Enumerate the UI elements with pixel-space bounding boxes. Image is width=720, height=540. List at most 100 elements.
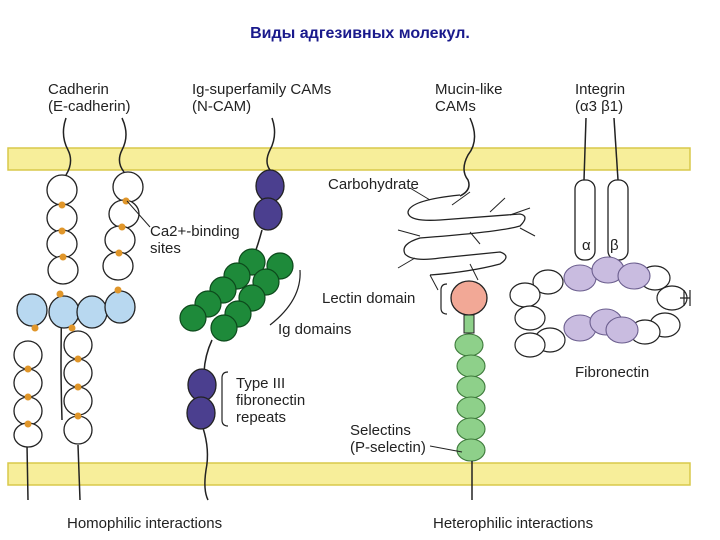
ca-binding-site	[74, 412, 82, 420]
cadherin-right	[118, 117, 127, 173]
integrin-label: Integrin	[575, 81, 625, 98]
mucin-sublabel: CAMs	[435, 98, 476, 115]
beta-label: β	[610, 237, 619, 254]
homophilic-label: Homophilic interactions	[67, 515, 222, 532]
fibronectin-repeats-label-2: fibronectin	[236, 392, 305, 409]
fibronectin-module	[532, 269, 564, 295]
cadherin-left	[26, 117, 81, 501]
integrin-sublabel: (α3 β1)	[575, 98, 623, 115]
carbohydrate-chain	[409, 187, 431, 201]
ca-binding-site	[68, 324, 76, 332]
lectin-bracket	[440, 283, 448, 315]
ca-binding-site	[122, 197, 130, 205]
ca-binding-site	[24, 393, 32, 401]
ca-binding-site	[118, 223, 126, 231]
heterophilic-label: Heterophilic interactions	[433, 515, 593, 532]
selectin-repeat	[456, 354, 486, 378]
ca-binding-site	[59, 253, 67, 261]
fibronectin-module	[514, 305, 546, 331]
carbohydrate-chain	[397, 257, 416, 269]
ig-domains-label: Ig domains	[278, 321, 351, 338]
selectin-repeat	[456, 375, 486, 399]
cadherin-domain	[63, 358, 93, 388]
cadherin-terminal-domain	[76, 295, 108, 329]
ig-cams-sublabel: (N-CAM)	[192, 98, 251, 115]
ca-binding-site	[115, 249, 123, 257]
fibronectin-repeats-label-3: repeats	[236, 409, 286, 426]
top-membrane	[7, 147, 691, 171]
ca-binding-site	[24, 420, 32, 428]
ig-cams-label: Ig-superfamily CAMs	[192, 81, 331, 98]
mucin-label: Mucin-like	[435, 81, 503, 98]
ncam-tail	[202, 427, 209, 501]
ca-binding-site	[74, 355, 82, 363]
ca-binding-label: Ca2+-binding	[150, 223, 240, 240]
fibronectin-end-mark	[680, 290, 691, 306]
ca-binding-site	[58, 227, 66, 235]
carbohydrate-chain	[469, 231, 481, 245]
ncam-stalk	[266, 117, 276, 171]
cadherin-domain	[63, 415, 93, 445]
carbohydrate-chain	[451, 191, 471, 206]
selectin-repeat	[454, 333, 484, 357]
selectin-repeat	[456, 417, 486, 441]
cadherin-domain	[13, 368, 43, 398]
lectin-domain	[450, 280, 488, 316]
fibronectin-repeats-label: Type III	[236, 375, 285, 392]
selectin-repeat	[456, 396, 486, 420]
fibronectin-repeat-domain	[187, 368, 217, 402]
integrin-alpha-tail	[583, 117, 587, 181]
ca-site-pointer	[126, 200, 151, 228]
alpha-label: α	[582, 237, 591, 254]
ca-binding-sublabel: sites	[150, 240, 181, 257]
carbohydrate-label: Carbohydrate	[328, 176, 419, 193]
fibronectin-label: Fibronectin	[575, 364, 649, 381]
cadherin-domain	[108, 199, 140, 229]
cadherin-domain	[46, 174, 78, 206]
selectin-repeat	[456, 438, 486, 462]
cadherin-domain	[13, 340, 43, 370]
ca-binding-site	[24, 365, 32, 373]
selectins-pointer	[429, 445, 463, 453]
cadherin-domain	[63, 386, 93, 416]
carbohydrate-chain	[519, 227, 536, 237]
cadherin-terminal-domain	[104, 290, 136, 324]
ig-domain	[210, 314, 238, 342]
cadherin-sublabel: (E-cadherin)	[48, 98, 131, 115]
bottom-membrane	[7, 462, 691, 486]
ig-domains-bracket	[269, 269, 301, 326]
ncam-top-domain	[255, 169, 285, 203]
fibronectin-module	[514, 332, 546, 358]
slide-title: Виды адгезивных молекул.	[250, 25, 470, 42]
fibronectin-binding-module	[617, 262, 651, 290]
ca-binding-site	[74, 383, 82, 391]
carbohydrate-chain	[397, 229, 421, 237]
ca-binding-site	[31, 324, 39, 332]
cadherin-domain	[63, 330, 93, 360]
ncam-linker	[203, 339, 213, 373]
selectins-sublabel: (P-selectin)	[350, 439, 426, 456]
ncam-top-domain	[253, 197, 283, 231]
selectins-label: Selectins	[350, 422, 411, 439]
lectin-domain-label: Lectin domain	[322, 290, 415, 307]
cadherin-terminal-domain	[16, 293, 48, 327]
carbohydrate-chain	[469, 263, 479, 281]
carbohydrate-chain	[509, 207, 531, 216]
ca-binding-site	[58, 201, 66, 209]
fibronectin-module	[509, 282, 541, 308]
integrin-alpha-subunit	[574, 179, 596, 261]
cadherin-label: Cadherin	[48, 81, 109, 98]
carbohydrate-chain	[429, 274, 439, 291]
ca-binding-site	[56, 290, 64, 298]
integrin-beta-tail	[613, 117, 619, 181]
fibronectin-repeat-domain	[186, 396, 216, 430]
cadherin-terminal-domain	[48, 295, 80, 329]
selectin-neck	[463, 314, 475, 334]
carbohydrate-chain	[489, 197, 506, 213]
fibronectin-binding-module	[605, 316, 639, 344]
ca-binding-site	[114, 286, 122, 294]
fibronectin-binding-module	[563, 264, 597, 292]
fibronectin-repeats-bracket	[221, 371, 229, 427]
ig-domain	[179, 304, 207, 332]
